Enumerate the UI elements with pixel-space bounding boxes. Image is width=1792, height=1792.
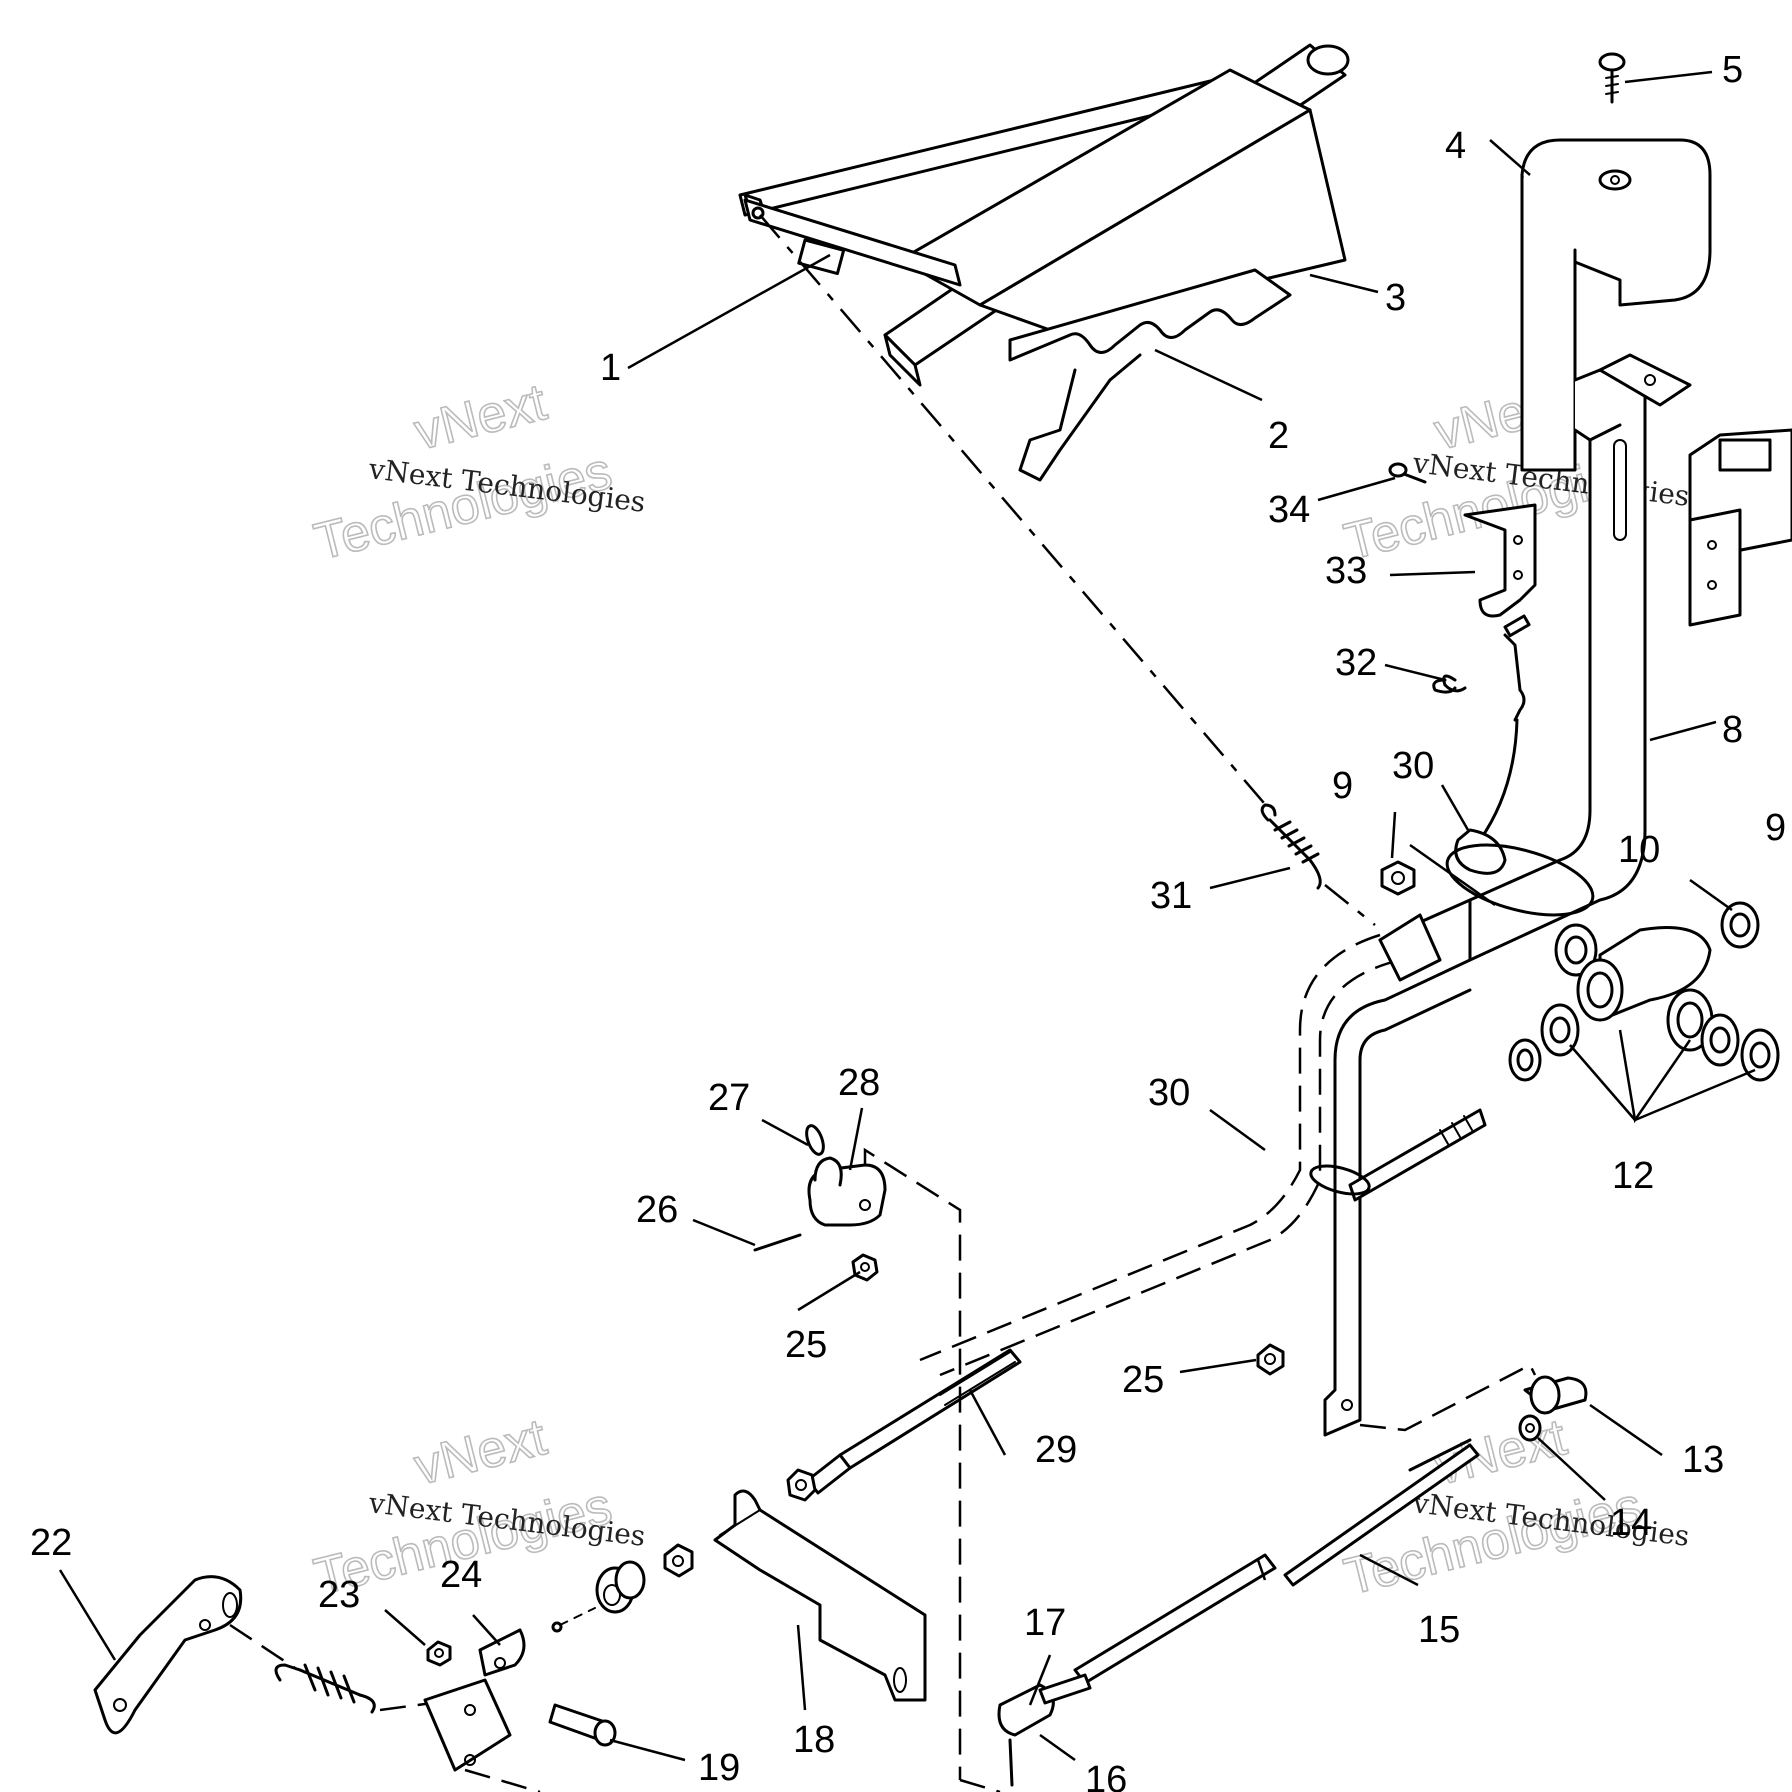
lower-arm (919, 898, 1472, 1437)
callout-30: 30 (1148, 1072, 1190, 1114)
connection-line (1324, 884, 1376, 926)
callout-9: 9 (1332, 765, 1353, 807)
bushing-near-18 (551, 1560, 646, 1633)
stud-16 (1008, 1738, 1014, 1787)
ball-joint-13 (1523, 1375, 1588, 1415)
bracket-22 (93, 1575, 243, 1735)
callout-23: 23 (318, 1574, 360, 1616)
callout-29: 29 (1035, 1429, 1077, 1471)
nut-9 (1380, 860, 1416, 896)
connection-line (863, 1147, 962, 1780)
pedal-arm-assembly (1468, 52, 1792, 962)
connection-line (1359, 1363, 1537, 1432)
watermark-brand: vNext (1429, 1408, 1573, 1497)
callout-15: 15 (1418, 1609, 1460, 1651)
clip-33 (1463, 503, 1537, 618)
callout-2: 2 (1268, 415, 1289, 457)
callout-13: 13 (1682, 1439, 1724, 1481)
bushing-assembly (1309, 901, 1780, 1202)
callout-8: 8 (1722, 709, 1743, 751)
callout-labels: 1 2 3 4 5 8 9 9 10 12 13 14 15 16 17 18 … (30, 49, 1786, 1792)
callout-3: 3 (1385, 277, 1406, 319)
callout-5: 5 (1722, 49, 1743, 91)
callout-16: 16 (1085, 1759, 1127, 1792)
watermark-top-left: vNext Technologies vNext Technologies (308, 372, 647, 572)
callout-27: 27 (708, 1077, 750, 1119)
callout-22: 22 (30, 1522, 72, 1564)
callout-10: 10 (1618, 829, 1660, 871)
pin-27 (805, 1124, 825, 1156)
watermark-brand: vNext (409, 373, 553, 462)
callout-4: 4 (1445, 125, 1466, 167)
nut-25-lower (1256, 1343, 1285, 1376)
connection-line (959, 1778, 1001, 1792)
callout-34: 34 (1268, 489, 1310, 531)
nut-14 (1518, 1414, 1542, 1442)
cable-assembly (1432, 614, 1595, 917)
bolt-34 (1388, 462, 1427, 484)
watermark-brand: vNext (409, 1408, 553, 1497)
callout-33: 33 (1325, 550, 1367, 592)
pedal-rail-assembly (738, 43, 1350, 482)
callout-18: 18 (793, 1719, 835, 1761)
callout-31: 31 (1150, 875, 1192, 917)
pin-26 (753, 1233, 802, 1252)
callout-17: 17 (1024, 1602, 1066, 1644)
nut-23 (426, 1640, 452, 1667)
callout-9: 9 (1765, 807, 1786, 849)
callout-32: 32 (1335, 642, 1377, 684)
callout-25: 25 (785, 1324, 827, 1366)
nut-25-upper (851, 1253, 879, 1282)
screw-5 (1598, 52, 1626, 104)
callout-25: 25 (1122, 1359, 1164, 1401)
callout-26: 26 (636, 1189, 678, 1231)
clevis-24 (478, 1628, 526, 1677)
bracket-18 (713, 1489, 927, 1702)
clip-32 (1442, 674, 1467, 693)
callout-14: 14 (1610, 1502, 1652, 1544)
connection-line (464, 1768, 541, 1792)
callout-19: 19 (698, 1747, 740, 1789)
spring-lower (274, 1663, 376, 1714)
connection-line (759, 214, 1271, 811)
bracket-28 (807, 1156, 887, 1227)
lever-bracket (423, 1678, 512, 1772)
nut-near-18 (663, 1543, 694, 1578)
leader-lines (58, 70, 1756, 1762)
spring-31 (1260, 803, 1322, 890)
connection-line (229, 1623, 296, 1670)
bolt-19 (548, 1703, 617, 1747)
ball-joint-17 (997, 1673, 1092, 1737)
rod-29 (786, 1348, 1022, 1502)
callout-24: 24 (440, 1554, 482, 1596)
callout-1: 1 (600, 347, 621, 389)
callout-12: 12 (1612, 1155, 1654, 1197)
callout-30: 30 (1392, 745, 1434, 787)
callout-28: 28 (838, 1062, 880, 1104)
